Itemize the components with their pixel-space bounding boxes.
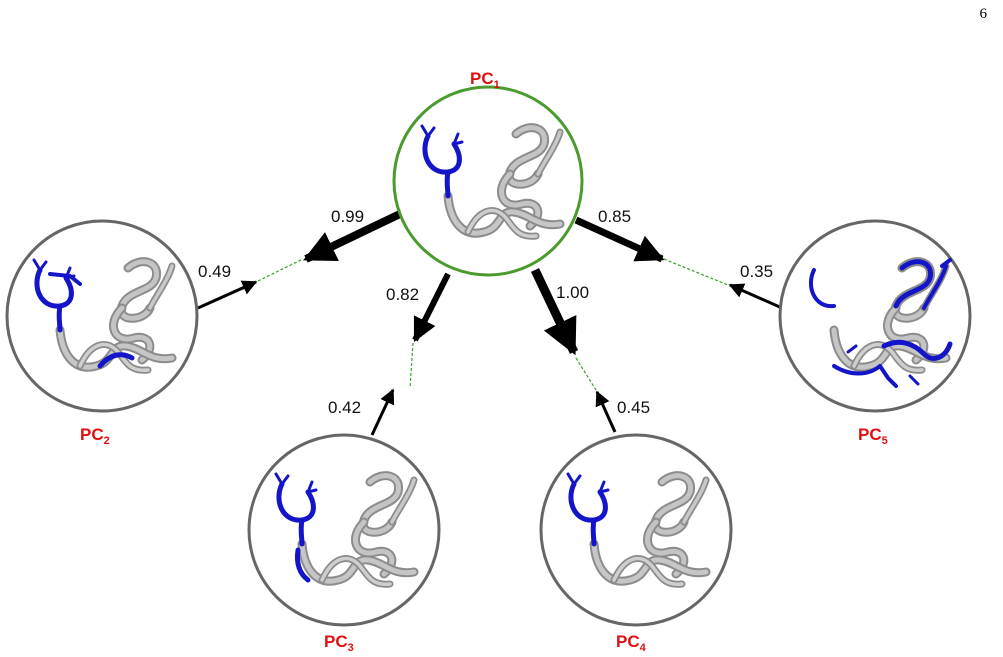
dash-connector-mid-right [575, 357, 597, 391]
arrow-pc1-to-pc5 [574, 216, 665, 263]
node-pc4-label: PC4 [616, 632, 647, 654]
dash-connector-left [257, 258, 304, 282]
arrow-pc2-in [197, 280, 258, 310]
page-number: 6 [979, 6, 988, 22]
node-pc2-ring [5, 219, 199, 413]
arrow-pc5-in [728, 283, 783, 310]
edge-weight-pc1-pc5: 0.85 [598, 207, 631, 226]
node-pc3-label: PC3 [324, 632, 354, 654]
dash-connector-right [663, 258, 729, 286]
node-pc1-ring [392, 85, 584, 277]
node-pc5-ring [778, 219, 972, 413]
node-pc3-protein [276, 474, 414, 584]
edge-weight-pc4-in: 0.45 [617, 398, 650, 417]
edge-weight-pc3-in: 0.42 [328, 398, 361, 417]
node-pc4 [539, 433, 733, 627]
node-pc5 [778, 219, 972, 413]
node-pc2 [5, 219, 199, 413]
edge-weight-pc5-in: 0.35 [740, 262, 773, 281]
arrow-pc1-to-pc4 [530, 268, 579, 356]
node-pc5-protein [808, 260, 953, 388]
edge-weight-pc1-pc4: 1.00 [556, 283, 589, 302]
node-pc2-label: PC2 [80, 425, 110, 447]
arrow-pc1-to-pc2 [303, 210, 402, 263]
edge-weight-pc1-pc2: 0.99 [331, 207, 364, 226]
arrow-pc1-to-pc3 [412, 272, 451, 343]
edge-weight-pc2-in: 0.49 [198, 262, 231, 281]
node-pc5-label: PC5 [858, 425, 888, 447]
dash-connector-mid-left [409, 342, 414, 389]
node-pc4-ring [539, 433, 733, 627]
arrow-pc4-in [595, 390, 617, 433]
node-pc3 [247, 433, 441, 627]
arrow-pc3-in [370, 388, 395, 436]
node-pc1 [392, 85, 584, 277]
edge-weight-pc1-pc3: 0.82 [386, 285, 419, 304]
node-pc3-ring [247, 433, 441, 627]
node-pc2-protein [34, 260, 172, 370]
node-pc1-label: PC1 [470, 69, 500, 91]
